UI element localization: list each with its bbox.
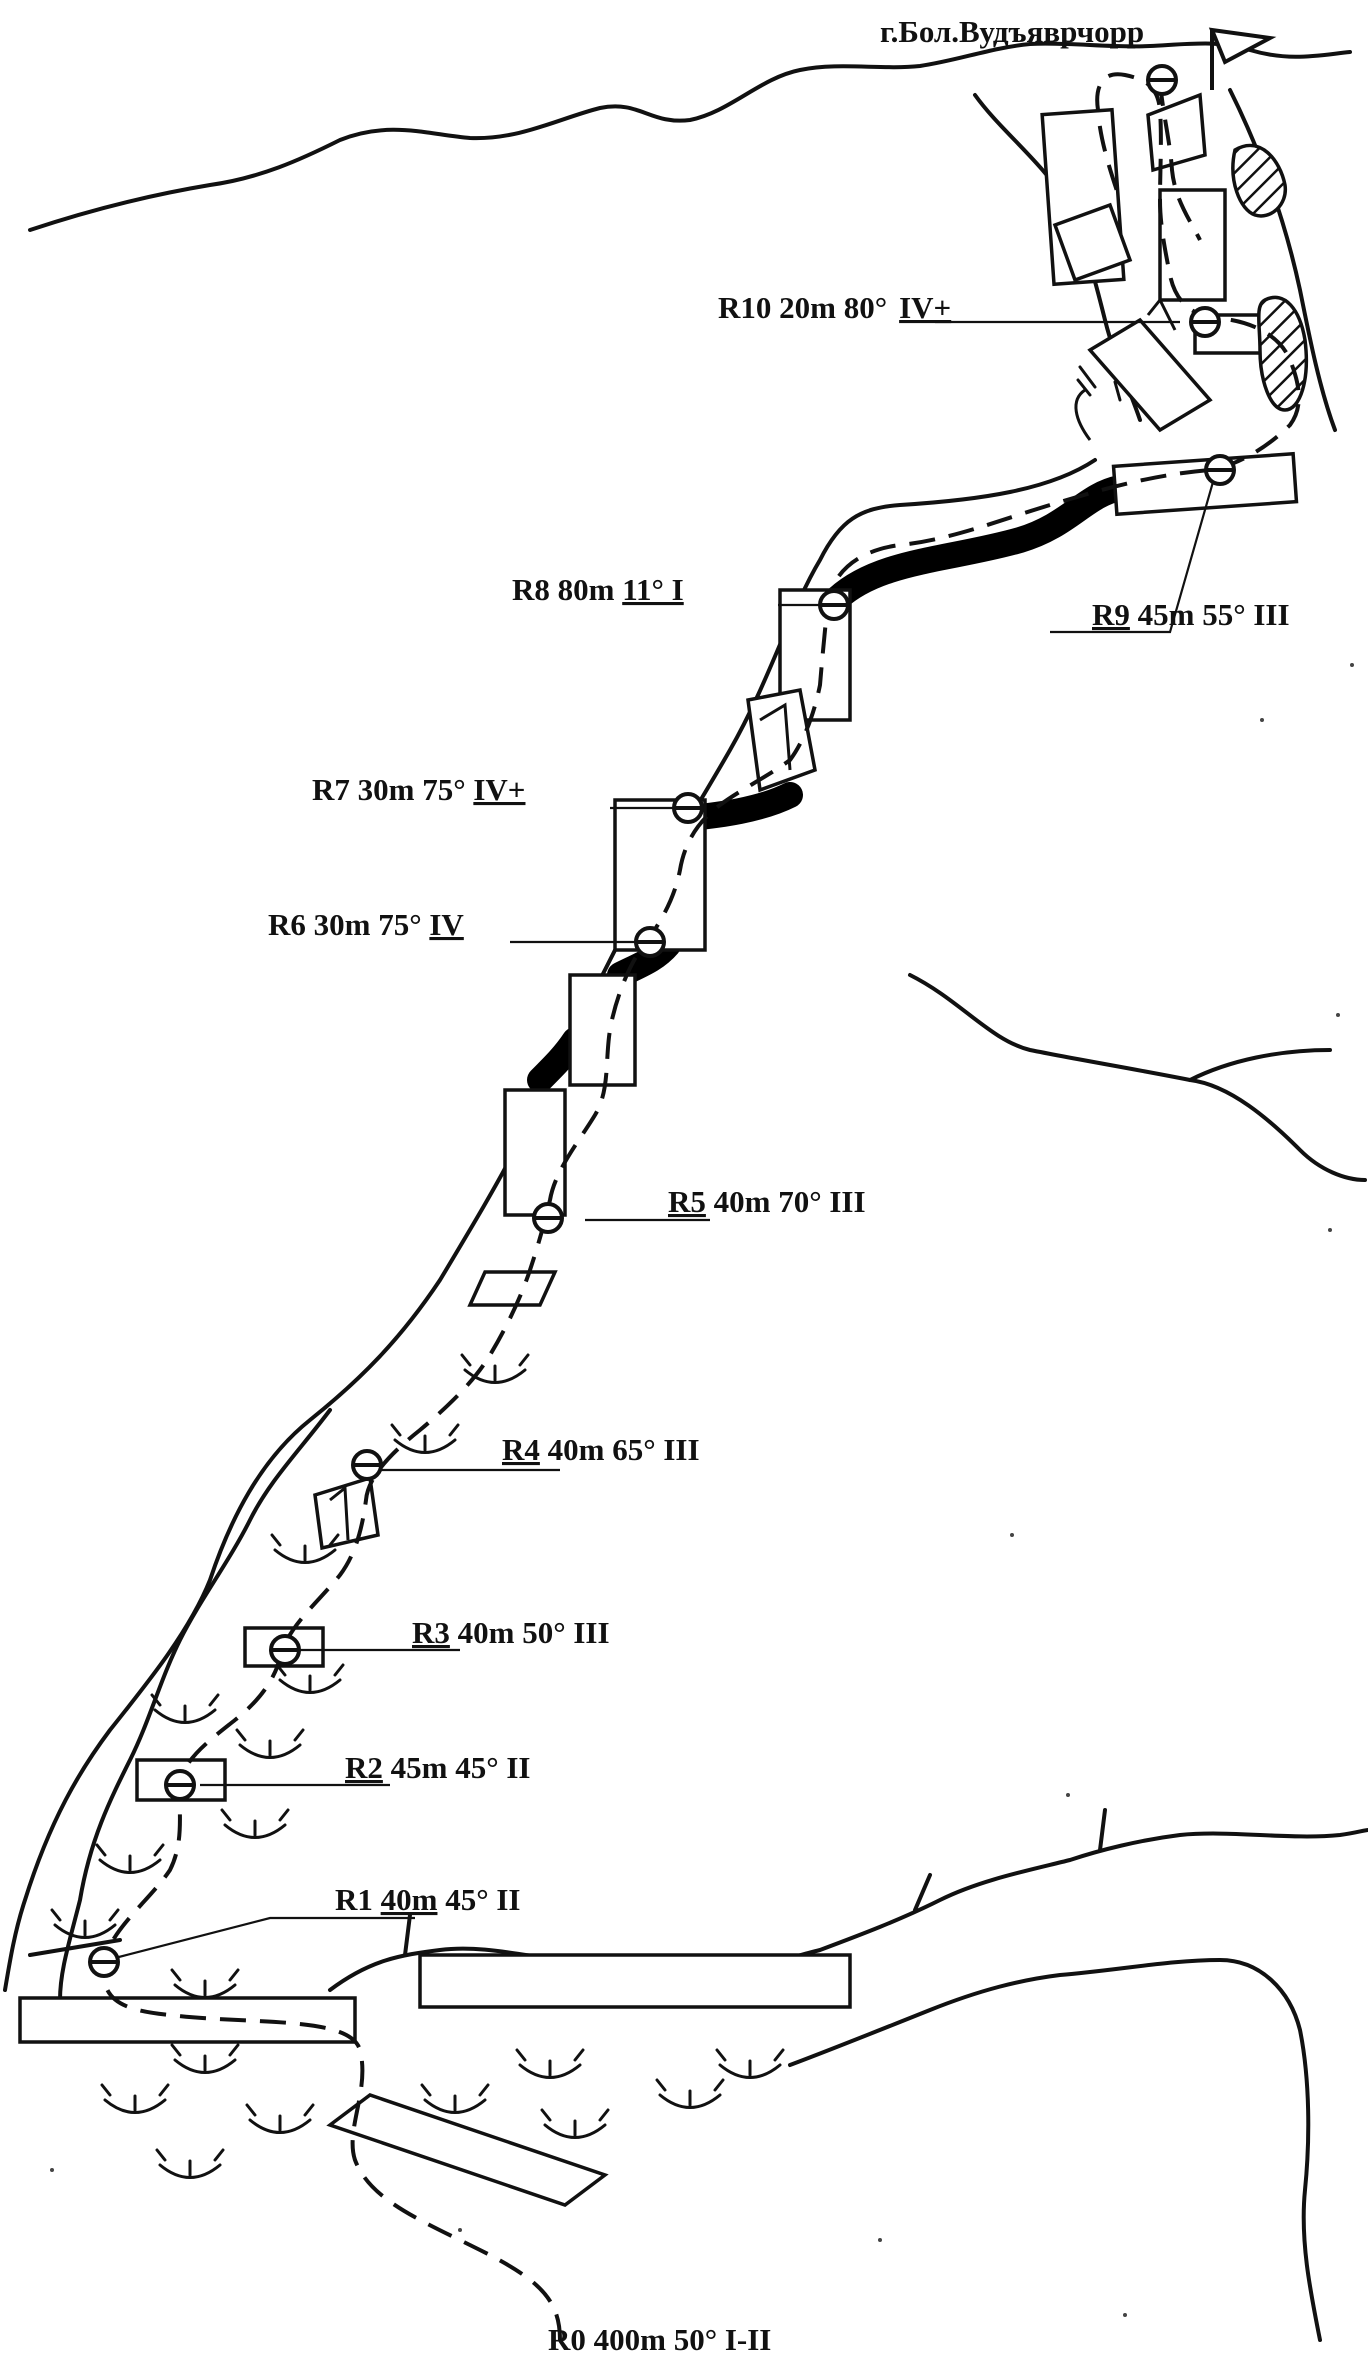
scree-mark <box>390 1423 460 1454</box>
rock-slab-r9 <box>1111 451 1299 517</box>
rock-slab-r8-dihedral-line <box>759 702 792 771</box>
rock-slab-r7 <box>613 798 707 952</box>
ridge-line-right-spur-2 <box>1188 1048 1332 1082</box>
pitch-label-r8: R8 80m 11° I <box>512 572 684 607</box>
rock-crack-left <box>1074 388 1092 441</box>
scree-mark <box>155 2148 225 2179</box>
hatched-rock-1 <box>1231 143 1287 218</box>
belay-stations <box>88 64 1236 1978</box>
scree-marks <box>50 365 1122 2179</box>
rock-slab-lower-right <box>418 1953 852 2009</box>
pitch-label-r6: R6 30m 75° IV <box>268 907 464 942</box>
scree-mark <box>170 1968 240 1999</box>
scree-mark <box>245 2103 315 2134</box>
scree-mark <box>170 2043 240 2074</box>
rock-crack-r10 <box>1146 297 1177 331</box>
rock-slab-summit-2 <box>1158 188 1227 302</box>
ridge-line-top <box>28 41 1352 232</box>
scree-mark <box>220 1808 290 1839</box>
rock-slab-summit-4 <box>1052 202 1133 283</box>
pitch-label-r7: R7 30m 75° IV+ <box>312 772 525 807</box>
hatched-rock-2 <box>1257 295 1309 412</box>
pitch-label-r2: R2 45m 45° II <box>345 1750 531 1785</box>
belay-station-summit <box>1146 64 1178 96</box>
ridge-line-lower-tick-2 <box>913 1873 932 1912</box>
belay-station-r8 <box>818 589 850 621</box>
pitch-label-r1: R1 40m 45° II <box>335 1882 521 1917</box>
belay-station-r1 <box>88 1946 120 1978</box>
scree-mark <box>235 1728 305 1759</box>
scree-mark <box>270 1533 340 1564</box>
ridge-line-main-left <box>3 458 1097 1992</box>
scree-mark <box>275 1663 345 1694</box>
summit-label: г.Бол.Вудъяврчорр <box>880 14 1144 49</box>
leader-line-r1 <box>114 1916 415 1960</box>
leader-lines <box>114 320 1217 1960</box>
belay-station-r4 <box>351 1449 383 1481</box>
route-path-branch <box>1158 79 1202 241</box>
pitch-label-r3: R3 40m 50° III <box>412 1615 610 1650</box>
rock-slab-r5-small <box>467 1270 558 1307</box>
belay-station-r7 <box>672 792 704 824</box>
rock-slab-r4-line <box>329 1485 350 1541</box>
ridge-line-left-inner <box>58 1408 332 2002</box>
leader-line-r9 <box>1050 474 1217 634</box>
pitch-label-r10: R10 20m 80°IV+ <box>718 290 951 325</box>
summit-flag-icon <box>1208 27 1277 90</box>
scree-mark <box>100 2083 170 2114</box>
labels: г.Бол.Вудъяврчорр R10 20m 80°IV+ R9 45m … <box>268 14 1290 2357</box>
scree-mark <box>420 2083 490 2114</box>
ridge-line-lower <box>328 1828 1368 1992</box>
ridge-line-right-spur <box>908 973 1367 1182</box>
scree-mark <box>95 1843 165 1874</box>
belay-station-r2 <box>164 1769 196 1801</box>
rock-slab-summit-3 <box>1146 92 1207 173</box>
rock-slab-r1 <box>18 1996 357 2044</box>
scree-mark <box>515 2048 585 2079</box>
rock-slab-r6 <box>568 973 637 1087</box>
pitch-label-r4: R4 40m 65° III <box>502 1432 700 1467</box>
rock-slab-r10 <box>1087 317 1213 433</box>
pitch-label-r9: R9 45m 55° III <box>1092 597 1290 632</box>
scree-mark <box>460 1353 530 1384</box>
belay-station-r3 <box>269 1634 301 1666</box>
belay-station-r10 <box>1189 306 1221 338</box>
ridge-line-bottom-left <box>28 1938 122 1957</box>
belay-station-r6 <box>634 926 666 958</box>
scree-mark <box>540 2108 610 2139</box>
pitch-label-r0: R0 400m 50° I-II <box>548 2322 771 2357</box>
stipple-dots <box>50 663 1354 2317</box>
rock-slab-r8-dihedral <box>746 687 817 793</box>
ridge-line-lower-tick-3 <box>403 1913 412 1957</box>
scree-mark <box>655 2078 725 2109</box>
rock-features <box>18 92 1309 2207</box>
belay-station-r5 <box>532 1202 564 1234</box>
snow-band-upper <box>825 475 1133 611</box>
scree-mark <box>1076 365 1122 402</box>
ridge-line-lower-tick-1 <box>1098 1808 1107 1852</box>
belay-station-r9 <box>1204 454 1236 486</box>
rock-slab-r5 <box>503 1088 567 1217</box>
scree-mark <box>715 2048 785 2079</box>
pitch-label-r5: R5 40m 70° III <box>668 1184 866 1219</box>
scree-mark <box>50 1908 120 1939</box>
scree-mark <box>150 1693 220 1724</box>
ridge-line-bottom-right <box>788 1958 1322 2342</box>
